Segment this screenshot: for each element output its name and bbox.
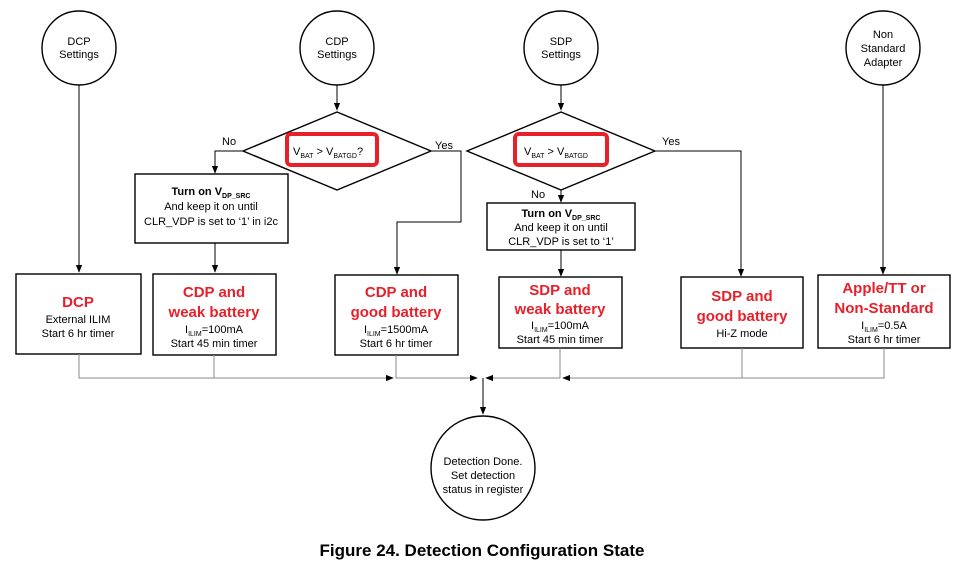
result-cdp-good-title1: CDP and (365, 284, 427, 301)
dcp-settings-line1: DCP (67, 36, 90, 48)
nonstd-line3: Adapter (864, 57, 903, 69)
done-line2: Set detection (451, 470, 515, 482)
sdp-settings-line1: SDP (550, 36, 573, 48)
result-cdp-weak-line: Start 45 min timer (171, 338, 258, 350)
cdp-settings-line1: CDP (325, 36, 348, 48)
yes-label-left: Yes (435, 140, 453, 152)
vdp-left-line3: CLR_VDP is set to ‘1’ in i2c (144, 216, 278, 228)
result-cdp-weak-title2: weak battery (168, 304, 261, 321)
result-cdp-good-line: Start 6 hr timer (360, 338, 433, 350)
result-cdp-weak-ilim: IILIM=100mA (185, 324, 244, 338)
dcp-settings-node: DCP Settings (41, 10, 117, 86)
arrow-cdp-no (211, 150, 243, 174)
sdp-settings-line2: Settings (541, 49, 581, 61)
result-nonstd-line: Start 6 hr timer (848, 334, 921, 346)
result-sdp-good-line: Hi-Z mode (716, 328, 767, 340)
detection-done-node: Detection Done. Set detection status in … (430, 415, 536, 521)
vdp-left-line2: And keep it on until (164, 201, 258, 213)
arrow-sdp-yes (655, 150, 745, 277)
result-sdp-weak-title2: weak battery (514, 301, 607, 318)
result-sdp-good-title2: good battery (697, 308, 788, 325)
cdp-settings-node: CDP Settings (299, 10, 375, 86)
result-cdp-weak-title1: CDP and (183, 284, 245, 301)
done-line1: Detection Done. (444, 456, 523, 468)
vdp-left-line1: Turn on VDP_SRC (172, 186, 251, 200)
result-dcp-line1: External ILIM (46, 314, 111, 326)
arrow-cdp-yes (393, 150, 462, 275)
result-nonstd-title2: Non-Standard (834, 300, 933, 317)
result-cdp-good-title2: good battery (351, 304, 442, 321)
vdp-right-line2: And keep it on until (514, 222, 608, 234)
decision-cdp: VBAT > VBATGD? (241, 111, 433, 191)
result-sdp-good-title1: SDP and (711, 288, 772, 305)
highlight-box-right (513, 132, 609, 167)
result-cdp-good: CDP and good battery IILIM=1500mA Start … (334, 274, 459, 356)
result-sdp-weak-ilim: IILIM=100mA (531, 320, 590, 334)
collector-bus (78, 348, 885, 415)
decision-sdp: VBAT > VBATGD (465, 111, 657, 191)
no-label-left: No (222, 136, 236, 148)
vdp-src-box-right: Turn on VDP_SRC And keep it on until CLR… (486, 202, 636, 251)
result-nonstd-ilim: IILIM=0.5A (861, 320, 907, 334)
vdp-src-box-left: Turn on VDP_SRC And keep it on until CLR… (134, 173, 289, 244)
result-cdp-good-ilim: IILIM=1500mA (364, 324, 429, 338)
nonstd-line2: Standard (861, 43, 906, 55)
result-dcp: DCP External ILIM Start 6 hr timer (15, 273, 142, 355)
result-sdp-weak: SDP and weak battery IILIM=100mA Start 4… (498, 276, 623, 349)
cdp-settings-line2: Settings (317, 49, 357, 61)
dcp-settings-line2: Settings (59, 49, 99, 61)
yes-label-right: Yes (662, 136, 680, 148)
result-sdp-weak-title1: SDP and (529, 282, 590, 299)
vbat-condition-left: VBAT > VBATGD? (293, 146, 363, 160)
result-sdp-weak-line: Start 45 min timer (517, 334, 604, 346)
result-sdp-good: SDP and good battery Hi-Z mode (680, 276, 804, 349)
vdp-right-line1: Turn on VDP_SRC (522, 208, 601, 222)
result-nonstd-title1: Apple/TT or (842, 280, 925, 297)
result-dcp-line2: Start 6 hr timer (42, 328, 115, 340)
result-non-standard: Apple/TT or Non-Standard IILIM=0.5A Star… (817, 274, 951, 349)
result-dcp-title: DCP (62, 294, 94, 311)
figure-caption: Figure 24. Detection Configuration State (320, 541, 645, 560)
no-label-right: No (531, 189, 545, 201)
vdp-right-line3: CLR_VDP is set to ‘1’ (508, 236, 614, 248)
highlight-box-left (285, 132, 379, 167)
non-standard-adapter-node: Non Standard Adapter (845, 10, 921, 86)
done-line3: status in register (443, 484, 524, 496)
result-cdp-weak: CDP and weak battery IILIM=100mA Start 4… (152, 273, 277, 356)
nonstd-line1: Non (873, 29, 893, 41)
vbat-condition-right: VBAT > VBATGD (524, 146, 588, 160)
sdp-settings-node: SDP Settings (523, 10, 599, 86)
